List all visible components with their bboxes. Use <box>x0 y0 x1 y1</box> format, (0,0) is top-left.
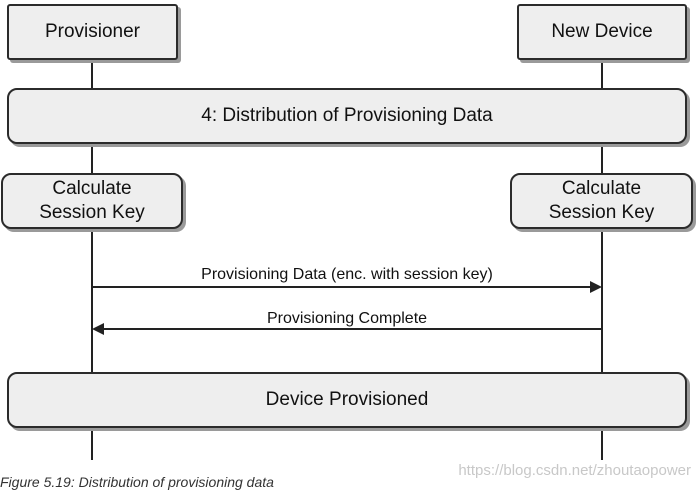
new-device-label: New Device <box>551 21 653 42</box>
calculate-session-key-provisioner: Calculate Session Key <box>1 173 183 229</box>
watermark: https://blog.csdn.net/zhoutaopower <box>458 462 691 479</box>
provisioning-data-arrow <box>92 286 590 288</box>
device-provisioned-label: Device Provisioned <box>265 389 429 410</box>
device-provisioned-box: Device Provisioned <box>7 372 687 428</box>
figure-caption: Figure 5.19: Distribution of provisionin… <box>0 474 274 490</box>
calc-right-line1: Calculate <box>561 178 642 199</box>
new-device-participant: New Device <box>517 4 687 60</box>
calculate-session-key-device: Calculate Session Key <box>510 173 693 229</box>
provisioner-lifeline <box>91 60 93 460</box>
phase-title: 4: Distribution of Provisioning Data <box>201 105 493 126</box>
calc-left-line1: Calculate <box>52 178 132 199</box>
provisioner-label: Provisioner <box>44 21 141 42</box>
arrowhead-right-icon <box>590 281 602 293</box>
provisioning-data-message-label: Provisioning Data (enc. with session key… <box>201 266 493 283</box>
new-device-lifeline <box>601 60 603 460</box>
provisioner-participant: Provisioner <box>7 4 178 60</box>
provisioning-complete-message-label: Provisioning Complete <box>266 310 428 327</box>
arrowhead-left-icon <box>92 323 104 335</box>
phase-box: 4: Distribution of Provisioning Data <box>7 88 687 144</box>
provisioning-complete-arrow <box>104 328 602 330</box>
calc-left-line2: Session Key <box>39 202 145 223</box>
calc-right-line2: Session Key <box>548 202 655 223</box>
